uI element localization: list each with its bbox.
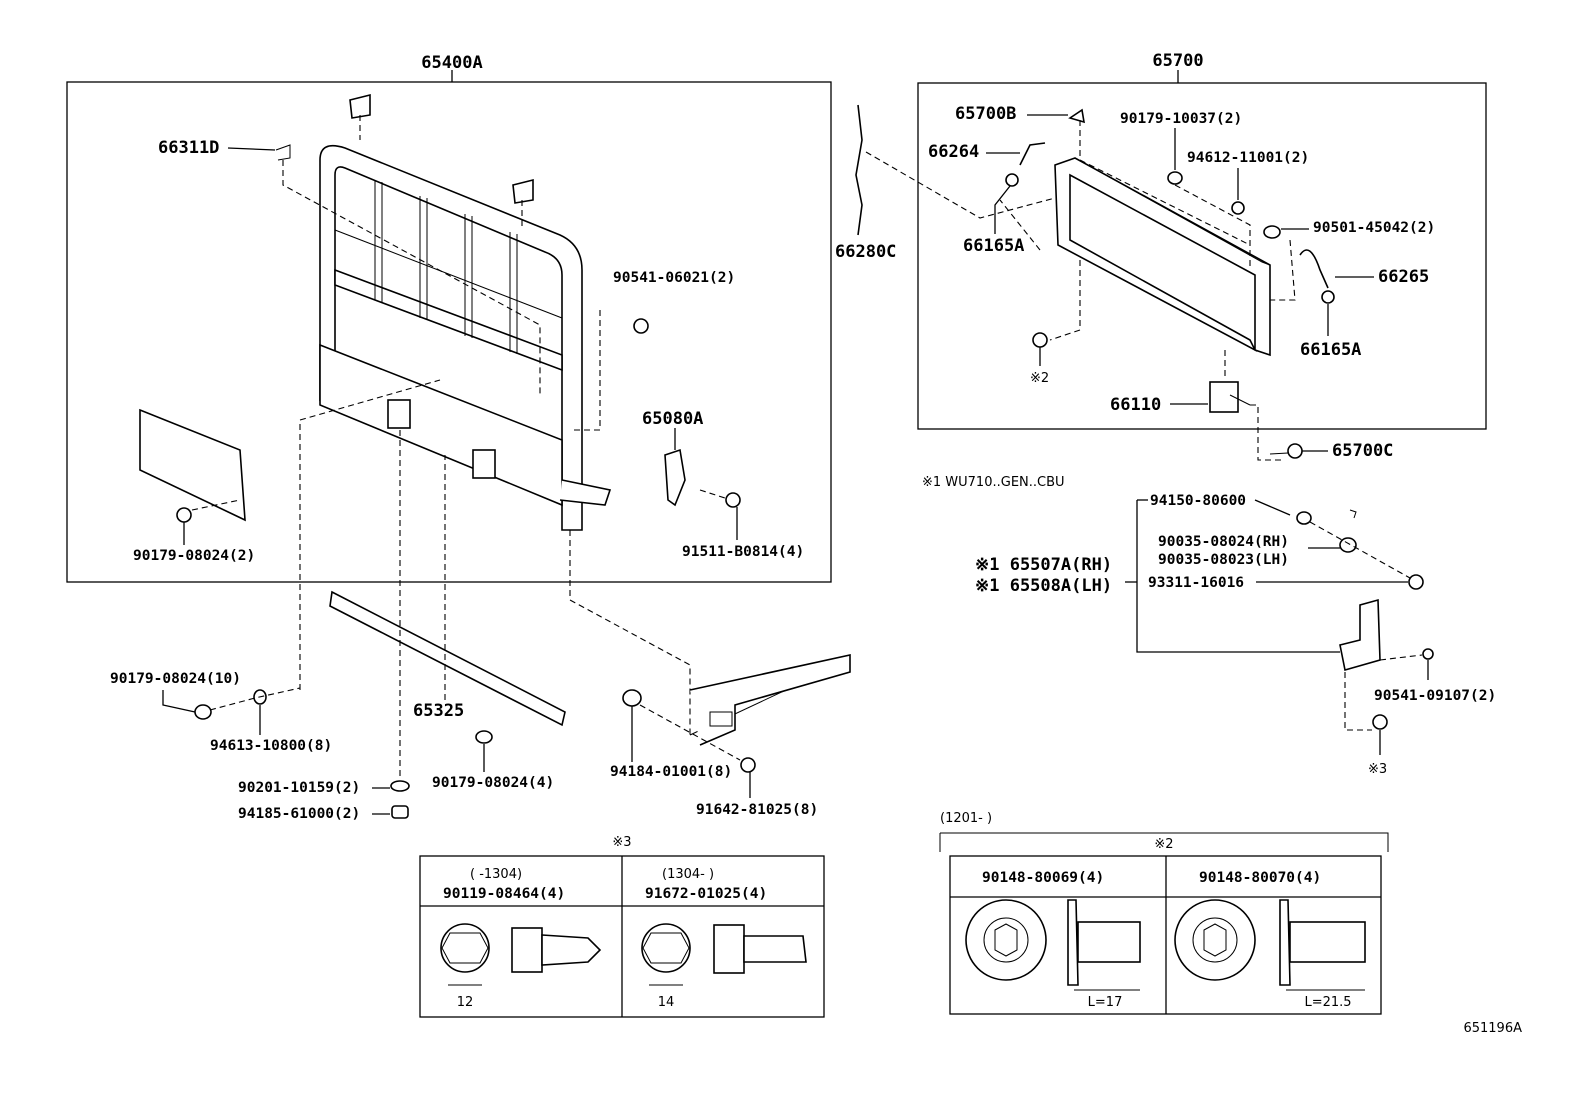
label-90179-08024-4: 90179-08024(4) [432, 775, 554, 791]
label-66110: 66110 [1110, 395, 1161, 415]
label-90035-08023: 90035-08023(LH) [1158, 552, 1289, 568]
rear-assembly-frame [917, 82, 1487, 430]
label-91642-81025: 91642-81025(8) [696, 802, 818, 818]
label-65700B: 65700B [955, 104, 1016, 124]
label-94613-10800: 94613-10800(8) [210, 738, 332, 754]
front-assembly-group: 65400A [66, 53, 832, 583]
label-90541-06021: 90541-06021(2) [613, 270, 735, 286]
table-mark2: (1201- ) ※2 90148-80069(4) 90148-80070(4… [939, 811, 1389, 1015]
note-wu710: ※1 WU710..GEN..CBU [922, 475, 1065, 490]
label-90179-08024-2: 90179-08024(2) [133, 548, 255, 564]
label-66311D: 66311D [158, 138, 219, 158]
table3-col2-dim: 14 [658, 995, 675, 1010]
label-94185-61000: 94185-61000(2) [238, 806, 360, 822]
label-90201-10159: 90201-10159(2) [238, 780, 360, 796]
label-65325: 65325 [413, 701, 464, 721]
rear-assembly-group: 65700 65700B 66264 66165A 90179-10037(2)… [917, 51, 1487, 461]
table-mark3: ※3 ( -1304) 90119-08464(4) (1304- ) 9167… [419, 835, 825, 1018]
label-66165A-left: 66165A [963, 236, 1024, 256]
label-93311-16016: 93311-16016 [1148, 575, 1244, 591]
label-66280C: 66280C [835, 242, 896, 262]
latch-illustration [664, 448, 686, 507]
label-90179-10037: 90179-10037(2) [1120, 111, 1242, 127]
label-94184-01001: 94184-01001(8) [610, 764, 732, 780]
front-assembly-label: 65400A [421, 53, 482, 73]
table2-range: (1201- ) [940, 811, 992, 826]
side-plate-illustration [139, 408, 246, 522]
diagram-id: 651196A [1463, 1021, 1522, 1036]
tailgate-illustration [1054, 157, 1271, 357]
label-90501-45042: 90501-45042(2) [1313, 220, 1435, 236]
label-94150-80600: 94150-80600 [1150, 493, 1246, 509]
label-note-mark2: ※2 [1030, 371, 1049, 386]
label-note-mark3: ※3 [1368, 762, 1387, 777]
label-66165A-right: 66165A [1300, 340, 1361, 360]
table2-col1-dim: L=17 [1088, 995, 1123, 1010]
label-66264: 66264 [928, 142, 979, 162]
table3-col2-part: 91672-01025(4) [645, 886, 767, 902]
hinge-illustration [1339, 598, 1381, 672]
table3-col1-dim: 12 [457, 995, 474, 1010]
table3-col1-part: 90119-08464(4) [443, 886, 565, 902]
hinge-group: ※1 WU710..GEN..CBU 94150-80600 90035-080… [922, 475, 1496, 777]
label-90035-08024: 90035-08024(RH) [1158, 534, 1289, 550]
label-90541-09107: 90541-09107(2) [1374, 688, 1496, 704]
table3-title: ※3 [612, 835, 631, 850]
table2-col2-part: 90148-80070(4) [1199, 870, 1321, 886]
headboard-illustration [319, 93, 612, 531]
chain-group: 66280C [835, 104, 1056, 262]
rear-assembly-label: 65700 [1152, 51, 1203, 71]
table2-col1-part: 90148-80069(4) [982, 870, 1104, 886]
label-65700C: 65700C [1332, 441, 1393, 461]
label-65508A: ※1 65508A(LH) [975, 576, 1112, 596]
label-91511-B0814: 91511-B0814(4) [682, 544, 804, 560]
table3-col1-range: ( -1304) [470, 867, 522, 882]
label-90179-08024-10: 90179-08024(10) [110, 671, 241, 687]
label-94612-11001: 94612-11001(2) [1187, 150, 1309, 166]
underframe-group: 65325 90179-08024(10) 94613-10800(8) 901… [110, 379, 851, 822]
crossmember-illustration [329, 590, 566, 727]
label-65080A: 65080A [642, 409, 703, 429]
label-66265: 66265 [1378, 267, 1429, 287]
table2-col2-dim: L=21.5 [1304, 995, 1351, 1010]
front-assembly-frame [66, 81, 832, 583]
label-65507A: ※1 65507A(RH) [975, 555, 1112, 575]
table2-title: ※2 [1154, 837, 1173, 852]
table3-col2-range: (1304- ) [662, 867, 714, 882]
